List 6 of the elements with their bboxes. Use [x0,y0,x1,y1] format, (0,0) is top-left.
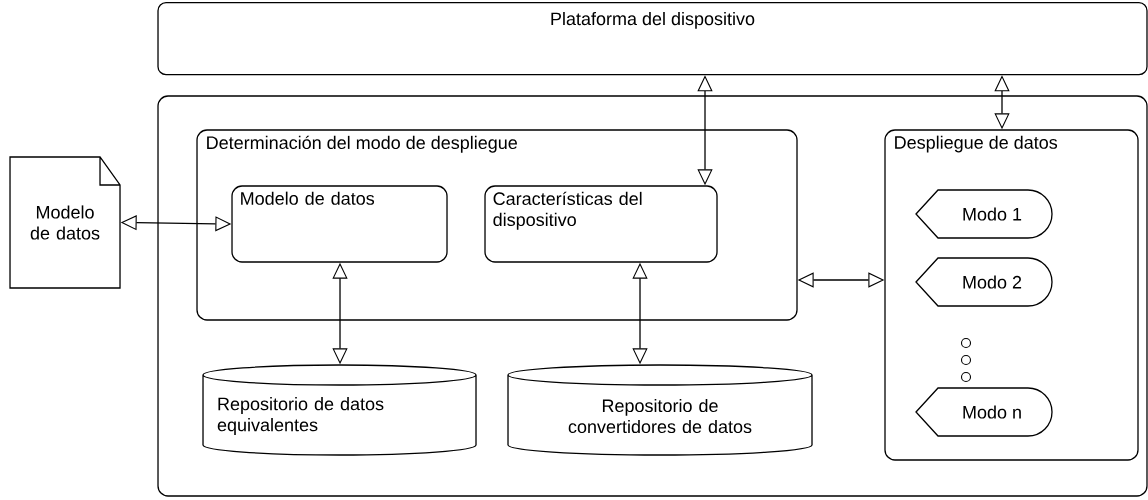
database-cylinder: Repositorio de datos equivalentes [202,364,477,456]
process-box: Modelo de datos [231,185,448,263]
process-box: Características del dispositivo [484,185,718,263]
database-cylinder: Repositorio de convertidores de datos [507,364,813,456]
container-box [157,95,1148,497]
platform-box: Plataforma del dispositivo [157,2,1148,76]
